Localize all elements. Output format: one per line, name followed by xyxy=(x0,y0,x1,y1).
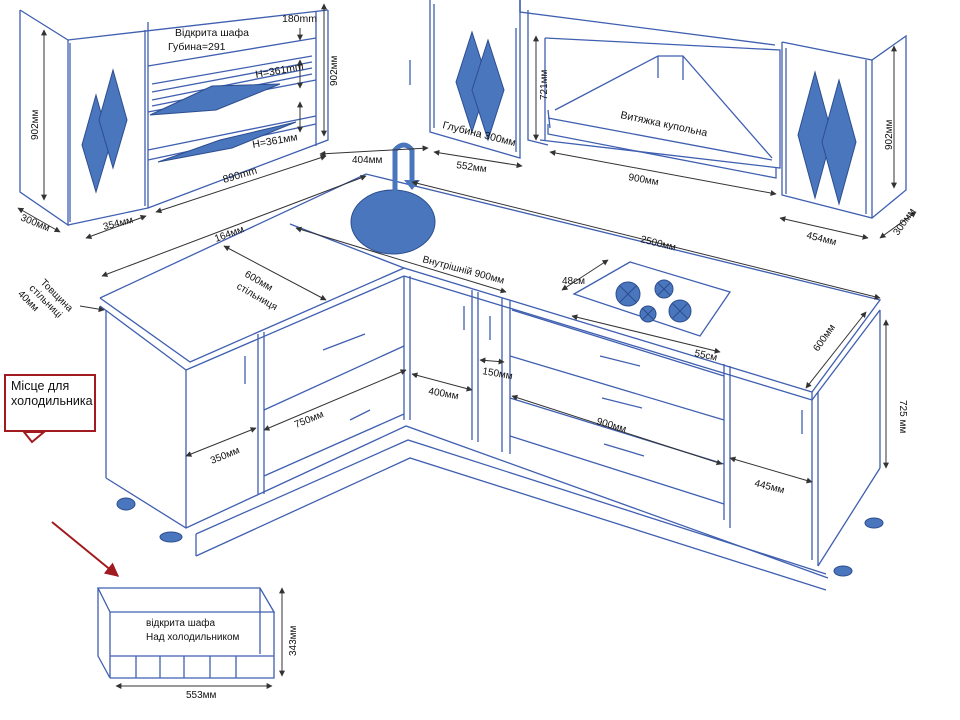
label-fridge-cab-2: Над холодильником xyxy=(146,632,240,643)
label-w400: 400мм xyxy=(427,386,459,402)
label-w552: 552мм xyxy=(456,160,488,175)
label-w890: 890mm xyxy=(222,165,259,186)
label-h902-left: 902мм xyxy=(30,109,41,140)
label-w350: 350мм xyxy=(209,445,241,467)
label-d300-right: 300мм xyxy=(891,206,918,237)
middle-cabinet-diamonds xyxy=(455,30,505,142)
label-hob55: 55см xyxy=(693,348,718,364)
lower-cabinets xyxy=(105,276,881,591)
label-hob48: 48см xyxy=(562,276,585,287)
label-fridge-cab-1: відкрита шафа xyxy=(146,617,216,629)
label-w900-hood: 900мм xyxy=(627,172,659,188)
callout-tail xyxy=(21,431,47,444)
label-w2500: 2500мм xyxy=(639,234,677,253)
fridge-top-cabinet xyxy=(96,587,276,679)
right-cabinet-diamonds xyxy=(797,70,857,206)
label-h725: 725 мм xyxy=(897,400,908,433)
left-cabinet-diamonds xyxy=(81,68,297,194)
label-open-cabinet: Відкрита шафа xyxy=(175,27,249,39)
label-w445: 445мм xyxy=(753,478,785,496)
label-h902-mid: 902мм xyxy=(329,55,340,86)
label-depth-291: Губина=291 xyxy=(168,41,226,53)
label-d300-left: 300мм xyxy=(19,213,51,235)
label-depth-300: Глубина 300мм xyxy=(441,119,517,149)
label-h361-1: H=361mm xyxy=(254,61,304,81)
label-w454: 454мм xyxy=(805,230,837,248)
label-w750: 750мм xyxy=(293,409,325,431)
fridge-place-callout: Місце для холодильника xyxy=(4,374,96,432)
label-w404: 404мм xyxy=(352,155,383,166)
label-w553: 553мм xyxy=(186,690,217,701)
label-w354: 354мм xyxy=(102,215,134,233)
label-w900-low: 900мм xyxy=(595,416,627,435)
hob xyxy=(572,261,732,337)
label-h721: 721мм xyxy=(539,69,550,100)
label-h343: 343мм xyxy=(288,625,299,656)
dimension-lines xyxy=(17,3,917,689)
fridge-place-text: Місце для холодильника xyxy=(11,379,93,408)
label-w150: 150мм xyxy=(481,366,513,382)
label-right600: 600мм xyxy=(811,322,838,353)
fridge-pointer-arrow xyxy=(51,521,120,577)
label-h180: 180mm xyxy=(282,13,317,25)
cabinet-feet xyxy=(116,497,884,577)
label-hood: Витяжка купольна xyxy=(619,109,708,139)
label-w164: 164мм xyxy=(213,224,245,245)
label-h902-right: 902мм xyxy=(884,119,895,150)
